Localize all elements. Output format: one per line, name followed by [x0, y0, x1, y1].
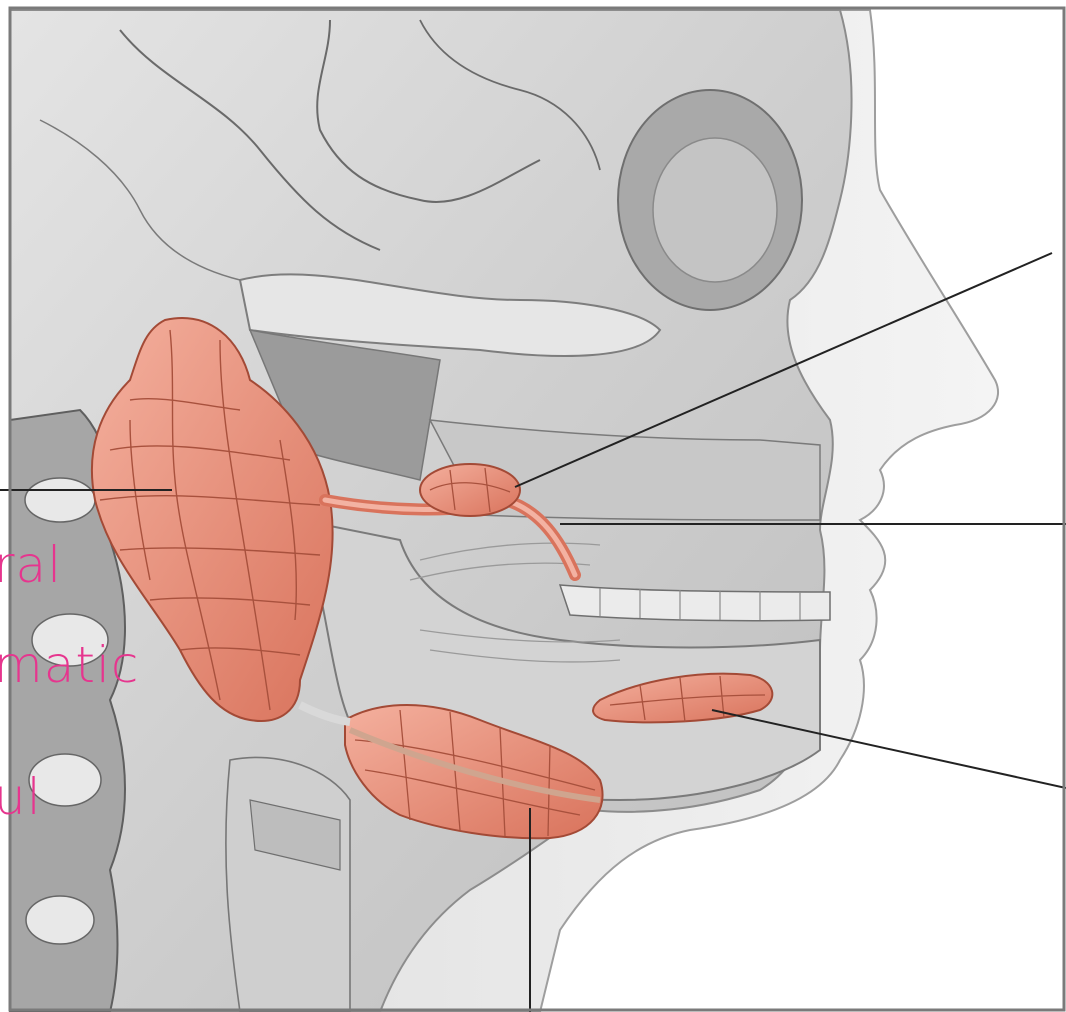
- accessory-parotid-gland: [420, 464, 520, 516]
- handwritten-label-1: ral: [0, 540, 62, 590]
- handwritten-label-3: ul: [0, 772, 42, 822]
- handwritten-label-2: matic: [0, 640, 139, 690]
- hyoid-region: [226, 757, 350, 1012]
